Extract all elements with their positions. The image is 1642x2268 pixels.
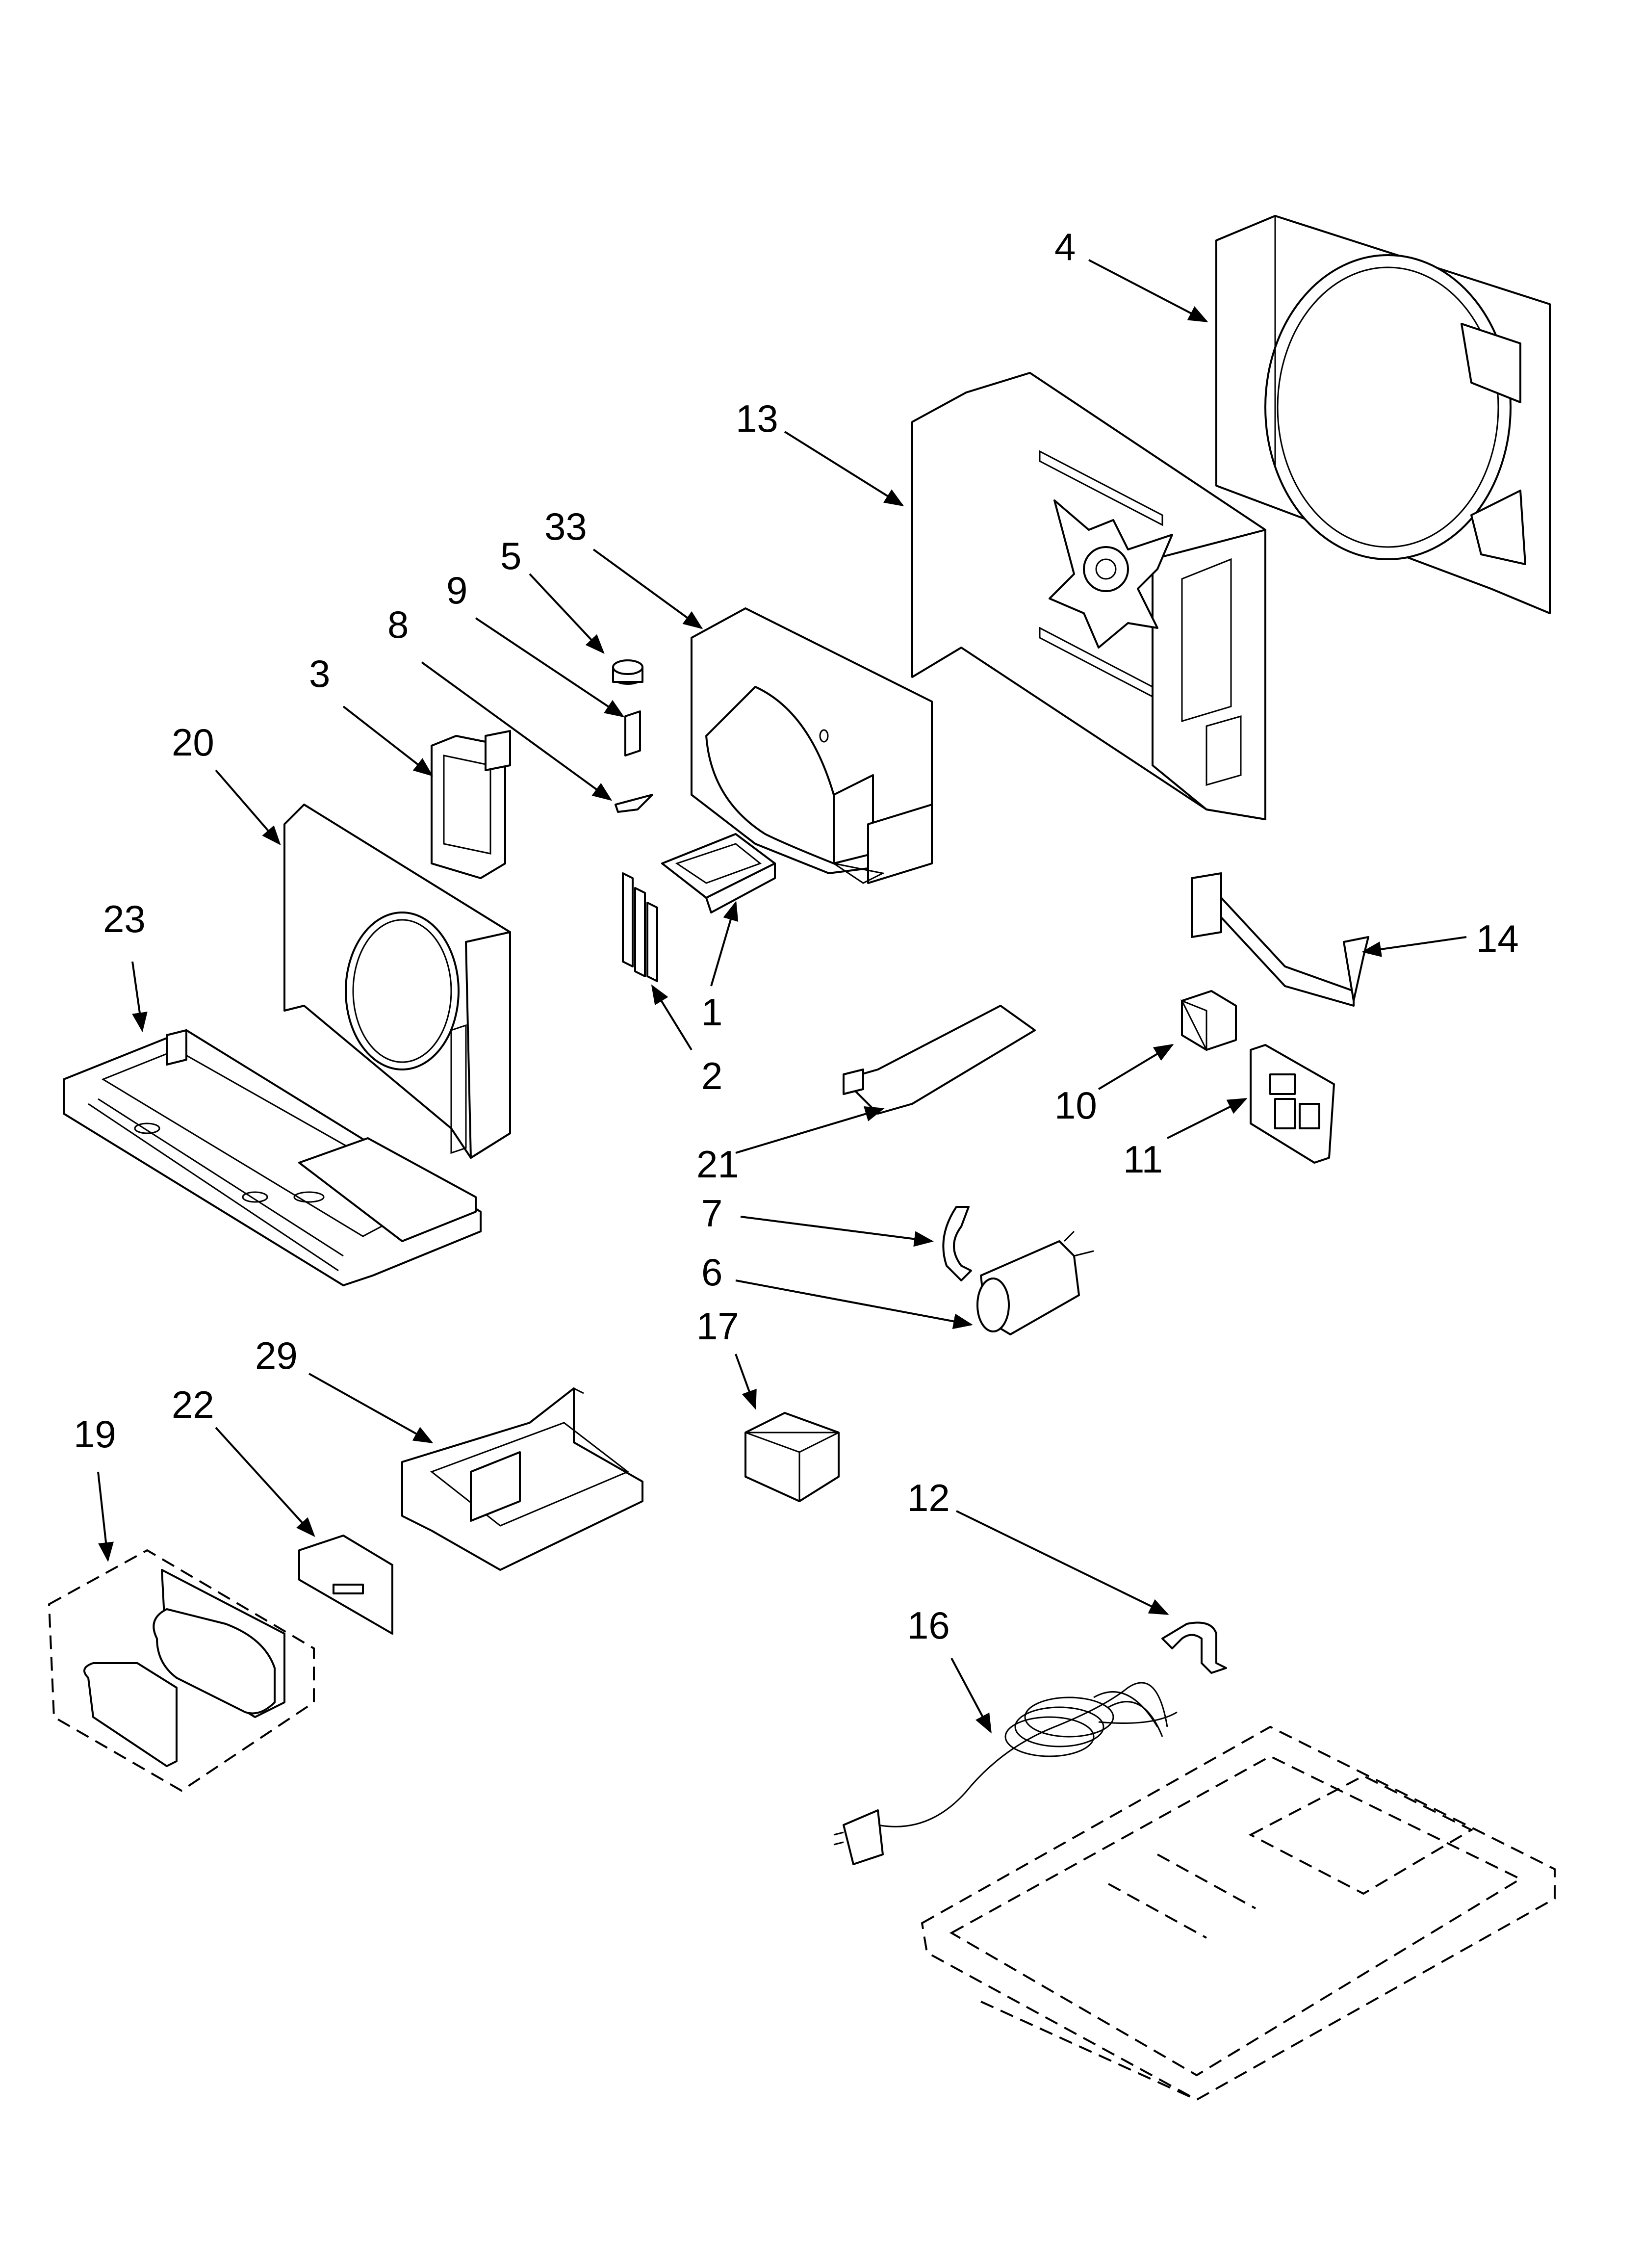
part-33-blower-housing: [691, 607, 933, 884]
callout-4: 4: [1054, 225, 1076, 268]
callout-20: 20: [172, 721, 214, 764]
part-20-panel: [283, 804, 511, 1159]
callout-14: 14: [1476, 917, 1519, 960]
part-13-bulkhead: [911, 372, 1266, 820]
part-29-control-housing: [401, 1387, 643, 1571]
callout-labels: 4 13 33 5 9 8 3 20 23 1 2 14 10 11 21 7 …: [74, 225, 1519, 1647]
part-8-clip: [615, 794, 653, 813]
part-21-deflector: [843, 1005, 1036, 1115]
part-3-bracket: [431, 730, 511, 879]
callout-17: 17: [696, 1304, 739, 1348]
part-23-base-pan: [63, 1029, 482, 1286]
part-2-strips: [622, 872, 658, 982]
part-7-strap: [942, 1206, 972, 1281]
callout-33: 33: [544, 505, 587, 548]
callout-7: 7: [701, 1192, 722, 1235]
callout-1: 1: [701, 991, 722, 1034]
callout-8: 8: [387, 603, 409, 646]
callout-23: 23: [103, 897, 146, 940]
callout-3: 3: [309, 652, 330, 695]
part-9-post: [624, 710, 641, 756]
callout-21: 21: [696, 1143, 739, 1186]
callout-2: 2: [701, 1054, 722, 1097]
part-22-panel: [298, 1535, 393, 1635]
callout-11: 11: [1123, 1138, 1163, 1181]
part-14-bracket-arm: [1191, 872, 1369, 1007]
callout-22: 22: [172, 1383, 214, 1426]
callout-19: 19: [74, 1412, 116, 1456]
callout-12: 12: [907, 1476, 950, 1519]
leader-lines: [97, 259, 1467, 1734]
part-17-box: [744, 1412, 840, 1502]
part-1-trough: [661, 833, 776, 913]
callout-29: 29: [255, 1334, 298, 1377]
callout-13: 13: [736, 397, 778, 440]
part-19-kit: [48, 1549, 315, 1792]
chassis-outline: [921, 1725, 1556, 2101]
part-5-cap: [612, 659, 643, 685]
part-12-clamp: [1161, 1621, 1227, 1674]
part-10-relay: [1180, 990, 1237, 1051]
callout-5: 5: [500, 534, 521, 577]
part-6-capacitor: [976, 1230, 1094, 1335]
callout-9: 9: [446, 569, 467, 612]
part-11-control-board: [1250, 1044, 1335, 1164]
part-16-power-cord: [833, 1682, 1178, 1865]
callout-10: 10: [1054, 1084, 1097, 1127]
callout-6: 6: [701, 1251, 722, 1294]
callout-16: 16: [907, 1604, 950, 1647]
part-4-condenser-shroud: [1215, 215, 1551, 614]
